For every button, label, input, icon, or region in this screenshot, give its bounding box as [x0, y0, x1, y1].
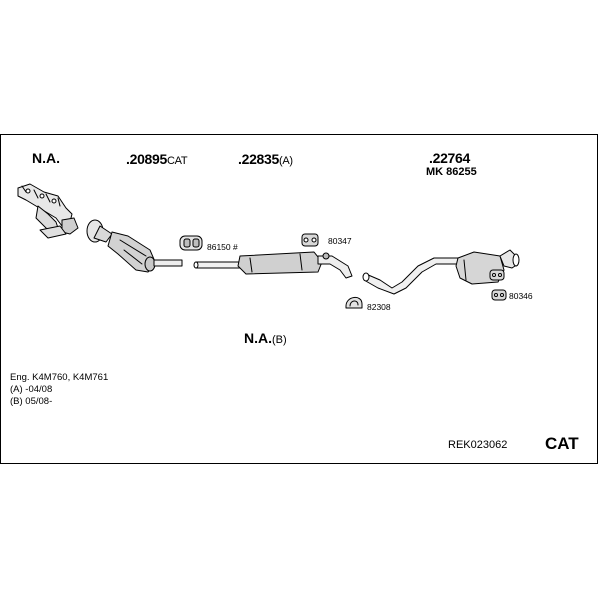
- label-na-b-text: N.A.: [244, 330, 272, 346]
- label-na-b-suffix: (B): [272, 334, 287, 346]
- engine-notes: Eng. K4M760, K4M761 (A) -04/08 (B) 05/08…: [10, 372, 108, 408]
- part-number-20895: .20895: [126, 151, 168, 167]
- part-number-22764: .22764: [429, 150, 471, 166]
- note-line: (A) -04/08: [10, 384, 53, 395]
- mk-86255-label: MK 86255: [426, 166, 477, 178]
- category-label: CAT: [545, 434, 579, 453]
- part-label-22835: .22835(A): [238, 152, 293, 167]
- catalytic-converter-part: [86, 219, 183, 273]
- note-line: Eng. K4M760, K4M761: [10, 372, 109, 383]
- exhaust-manifold-part: [17, 183, 79, 239]
- callout-82308: 82308: [367, 302, 391, 312]
- clamp-82308-part: [345, 297, 363, 309]
- clamp-86150-part: [179, 235, 203, 251]
- reference-code: REK023062: [448, 439, 508, 451]
- part-suffix-22835: (A): [279, 155, 293, 167]
- hanger-80346-part: [489, 269, 507, 301]
- hanger-80347-part: [301, 233, 319, 247]
- callout-80347: 80347: [328, 236, 352, 246]
- label-na-b: N.A.(B): [244, 331, 287, 346]
- part-label-20895: .20895CAT: [126, 151, 188, 167]
- part-number-22835: .22835: [238, 151, 280, 167]
- middle-silencer-part: [193, 251, 353, 279]
- label-na-left: N.A.: [32, 150, 60, 166]
- note-line: (B) 05/08-: [10, 396, 53, 407]
- callout-86150: 86150 #: [207, 242, 238, 252]
- part-suffix-20895: CAT: [167, 155, 188, 167]
- diagram-frame: [0, 134, 598, 464]
- callout-80346: 80346: [509, 291, 533, 301]
- part-label-22764: .22764: [429, 151, 470, 165]
